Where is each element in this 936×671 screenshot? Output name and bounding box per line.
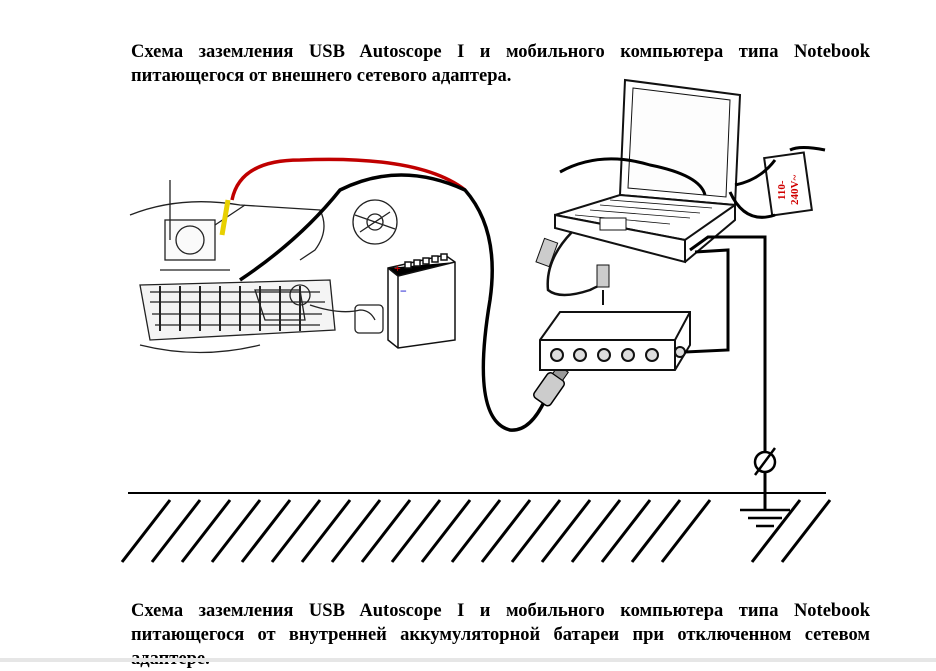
black-probe-wire: [239, 173, 547, 432]
ground-symbol: [740, 447, 790, 528]
hatch-line: [330, 499, 382, 563]
hatch-line: [510, 499, 562, 563]
hatch-line: [300, 499, 352, 563]
caption-bottom: Схема заземления USB Autoscope I и мобил…: [131, 600, 870, 669]
earth-hatching: [120, 492, 832, 563]
hatch-line: [630, 499, 682, 563]
hatch-line: [120, 499, 172, 563]
hatch-line: [360, 499, 412, 563]
hatch-line: [780, 499, 832, 563]
red-probe-wire: [230, 157, 467, 201]
hatch-line: [180, 499, 232, 563]
adapter-voltage-label-1: 110-: [776, 180, 788, 200]
battery-minus-label: −: [400, 284, 407, 298]
hatch-line: [210, 499, 262, 563]
hatch-line: [600, 499, 652, 563]
hatch-line: [270, 499, 322, 563]
laptop-illustration: [554, 78, 742, 264]
adapter-voltage-label-2: 240V~: [789, 175, 801, 205]
page-bottom-edge: [0, 658, 936, 662]
usb-autoscope-device: [539, 311, 691, 371]
hatch-line: [480, 499, 532, 563]
hatch-line: [450, 499, 502, 563]
hatch-line: [570, 499, 622, 563]
hatch-line: [420, 499, 472, 563]
caption-top: Схема заземления USB Autoscope I и мобил…: [131, 41, 870, 86]
hatch-line: [540, 499, 592, 563]
hatch-line: [390, 499, 442, 563]
engine-illustration: [129, 180, 398, 354]
ground-wire: [684, 235, 767, 510]
hatch-line: [240, 499, 292, 563]
hatch-line: [150, 499, 202, 563]
hatch-line: [750, 499, 802, 563]
battery-plus-label: +: [394, 261, 401, 275]
yellow-probe-clip: [219, 199, 231, 236]
usb-cable: [535, 231, 610, 305]
car-battery: + −: [387, 253, 456, 349]
power-adapter: 110- 240V~: [763, 151, 813, 217]
hatch-line: [660, 499, 712, 563]
adapter-cables: [559, 146, 826, 219]
